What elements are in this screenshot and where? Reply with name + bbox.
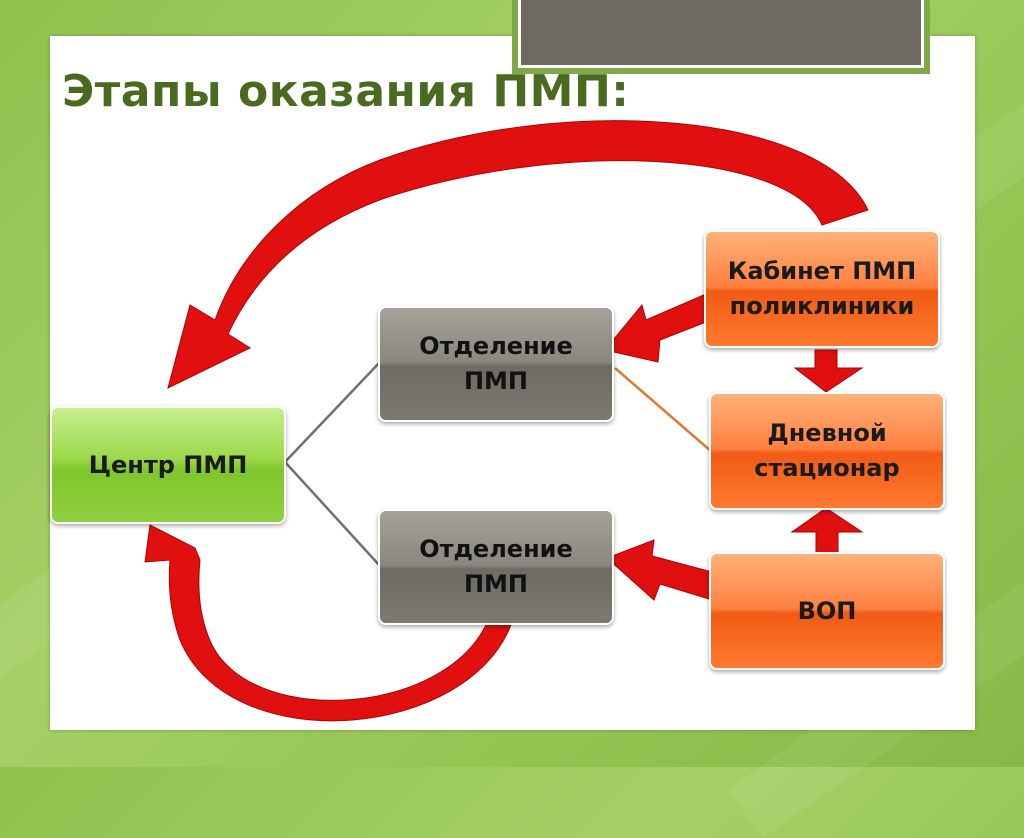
node-department-top: Отделение ПМП [378,306,614,422]
node-center: Центр ПМП [50,406,286,524]
node-day-hospital-text: Дневной стационар [754,416,899,486]
node-day-hospital: Дневной стационар [709,392,945,510]
node-clinic-office-text: Кабинет ПМП поликлиники [728,254,917,324]
node-department-bottom: Отделение ПМП [378,509,614,625]
arrow-curved-bottom [144,524,513,722]
connector-center-to-top-department [284,361,381,463]
node-clinic-office: Кабинет ПМП поликлиники [704,230,940,348]
arrow-clinic-to-day-hospital [793,349,864,393]
node-department-top-line1: Отделение [419,332,573,361]
node-day-hospital-line2: стационар [754,454,900,482]
node-gp: ВОП [709,552,945,670]
node-day-hospital-line1: Дневной [767,419,887,448]
node-clinic-office-line1: Кабинет ПМП [727,257,917,286]
arrow-curved-top [167,120,869,389]
connector-center-to-bottom-department [284,461,381,567]
arrow-gp-to-department [606,539,713,601]
arrow-clinic-to-department [604,293,707,363]
connector-department-to-day-hospital [614,367,713,453]
node-department-bottom-line1: Отделение [419,535,573,564]
arrow-gp-to-day-hospital [790,507,864,556]
diagram-connectors [144,120,869,722]
node-gp-label: ВОП [797,596,857,625]
node-center-label: Центр ПМП [88,450,248,479]
title-tab-decoration [512,0,930,74]
slide-title: Этапы оказания ПМП: [62,66,630,117]
node-department-top-text: Отделение ПМП [419,329,573,399]
node-department-top-line2: ПМП [463,367,529,395]
title-tab-inner [518,0,924,68]
node-clinic-office-line2: поликлиники [729,292,915,320]
node-department-bottom-text: Отделение ПМП [419,532,573,602]
node-department-bottom-line2: ПМП [463,570,529,598]
